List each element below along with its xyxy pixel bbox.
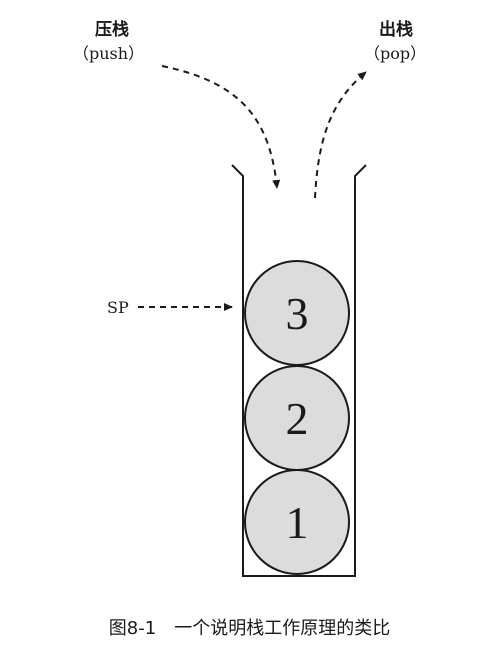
pop-label: 出栈 (379, 20, 413, 40)
figure-caption: 图8-1 一个说明栈工作原理的类比 (108, 618, 391, 639)
stack-item-3-label: 3 (285, 288, 309, 339)
stack-item-1-ball (244, 469, 350, 575)
stack-container (231, 164, 367, 577)
push-sublabel: （push） (73, 44, 145, 63)
pop-sublabel: （pop） (364, 44, 427, 63)
push-arrow (161, 65, 281, 189)
sp-label: SP (107, 298, 129, 317)
stack-item-2-label: 2 (285, 393, 309, 444)
push-label: 压栈 (95, 20, 129, 40)
stack-item-1-label: 1 (285, 497, 309, 548)
pop-arrow (314, 71, 367, 199)
